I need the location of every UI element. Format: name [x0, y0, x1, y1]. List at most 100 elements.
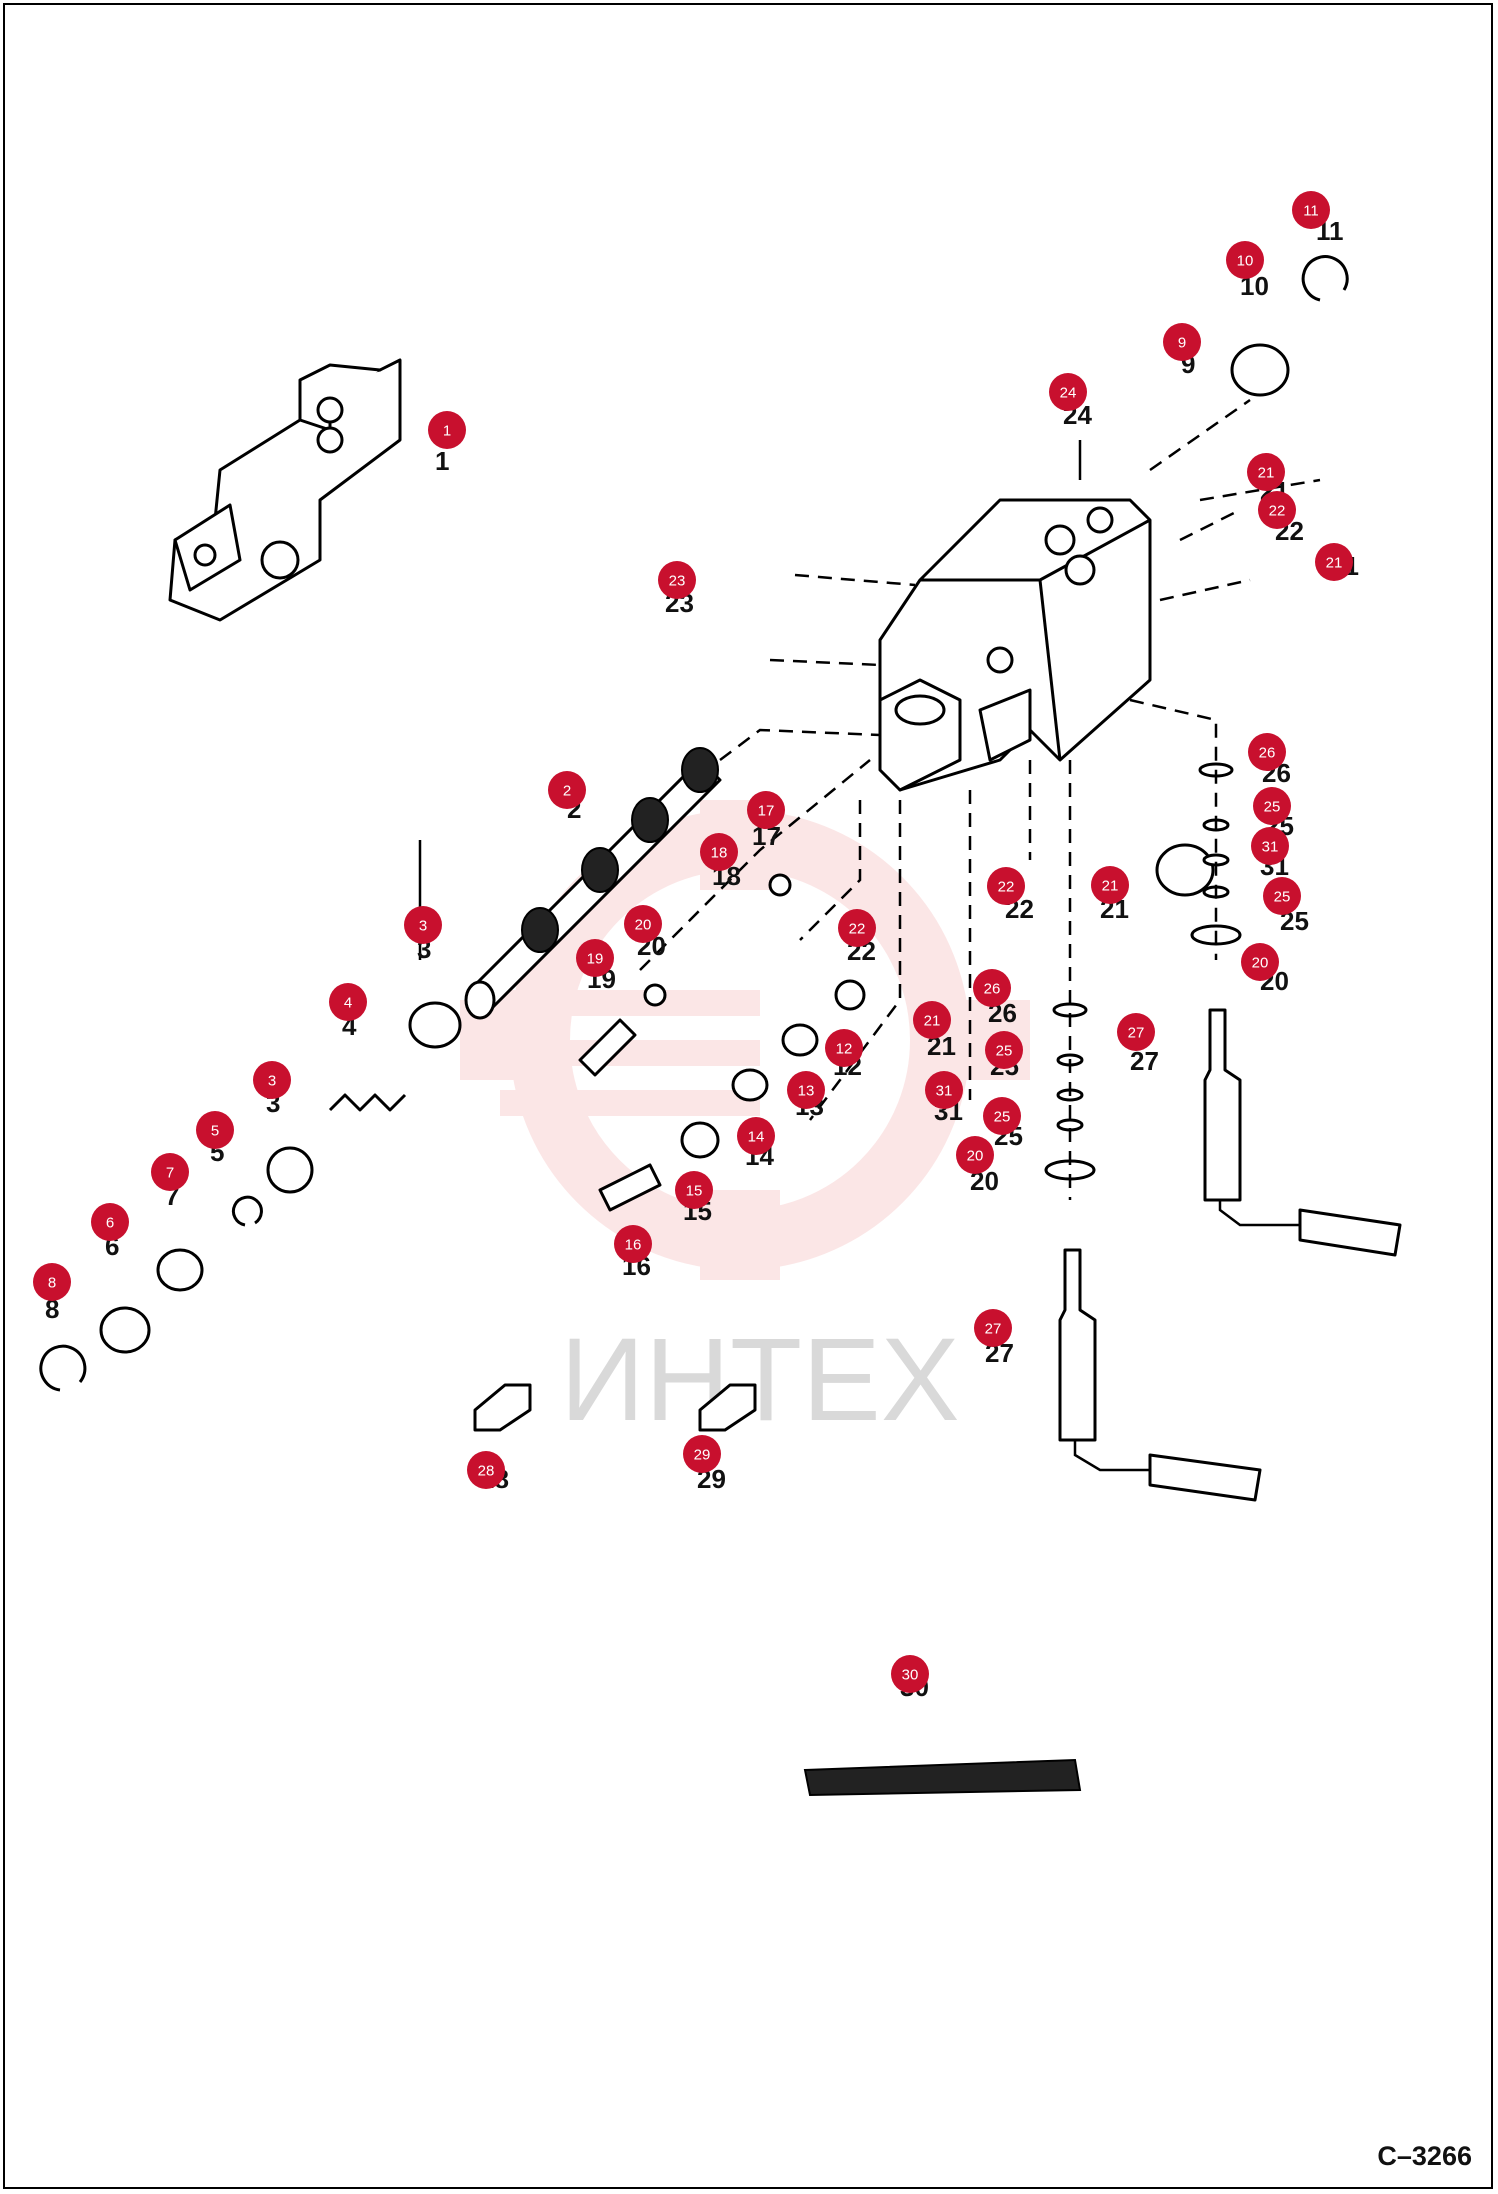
callout-badge-number: 11 — [1303, 203, 1319, 220]
callout-badge-15[interactable]: 15 — [675, 1171, 713, 1209]
callout-badges: 1234357689101124212221231718201922121314… — [33, 191, 1353, 1693]
callout-badge-26[interactable]: 26 — [1248, 733, 1286, 771]
callout-badge-number: 25 — [1264, 799, 1281, 816]
callout-badge-3[interactable]: 3 — [404, 906, 442, 944]
callout-badge-number: 17 — [758, 803, 775, 820]
callout-badge-31[interactable]: 31 — [925, 1071, 963, 1109]
callout-badge-number: 16 — [625, 1237, 642, 1254]
callout-badge-number: 3 — [268, 1073, 276, 1090]
callout-badge-number: 29 — [694, 1447, 711, 1464]
callout-badge-2[interactable]: 2 — [548, 771, 586, 809]
callout-badge-25[interactable]: 25 — [1263, 877, 1301, 915]
callout-badge-number: 22 — [849, 921, 866, 938]
callout-badge-29[interactable]: 29 — [683, 1435, 721, 1473]
callout-badge-number: 25 — [996, 1043, 1013, 1060]
callout-badge-7[interactable]: 7 — [151, 1153, 189, 1191]
callout-badge-number: 14 — [748, 1129, 765, 1146]
callout-badge-8[interactable]: 8 — [33, 1263, 71, 1301]
callout-badge-number: 19 — [587, 951, 604, 968]
callout-badge-21[interactable]: 21 — [1091, 866, 1129, 904]
callout-badge-27[interactable]: 27 — [974, 1309, 1012, 1347]
callout-badge-number: 5 — [211, 1123, 219, 1140]
callout-badge-25[interactable]: 25 — [983, 1097, 1021, 1135]
part-label-8: 8 — [45, 1294, 59, 1324]
callout-badge-number: 27 — [1128, 1025, 1145, 1042]
callout-badge-22[interactable]: 22 — [1258, 491, 1296, 529]
callout-badge-number: 26 — [1259, 745, 1276, 762]
part-label-1: 1 — [435, 446, 449, 476]
callout-badge-number: 22 — [1269, 503, 1286, 520]
callout-badge-17[interactable]: 17 — [747, 791, 785, 829]
callout-badge-1[interactable]: 1 — [428, 411, 466, 449]
callout-badge-9[interactable]: 9 — [1163, 323, 1201, 361]
callout-badge-23[interactable]: 23 — [658, 561, 696, 599]
callout-badge-6[interactable]: 6 — [91, 1203, 129, 1241]
callout-badge-number: 25 — [1274, 889, 1291, 906]
valve-assembly-drawing — [168, 358, 402, 622]
callout-badge-number: 26 — [984, 981, 1001, 998]
callout-badge-20[interactable]: 20 — [956, 1136, 994, 1174]
callout-badge-24[interactable]: 24 — [1049, 373, 1087, 411]
callout-badge-number: 6 — [106, 1215, 114, 1232]
callout-badge-4[interactable]: 4 — [329, 983, 367, 1021]
callout-badge-number: 15 — [686, 1183, 703, 1200]
drawing-frame — [3, 3, 1493, 2189]
valve-body-drawing — [878, 498, 1152, 792]
callout-badge-number: 24 — [1060, 385, 1077, 402]
callout-badge-number: 12 — [836, 1041, 853, 1058]
callout-badge-21[interactable]: 21 — [1315, 543, 1353, 581]
callout-badge-22[interactable]: 22 — [987, 867, 1025, 905]
callout-badge-19[interactable]: 19 — [576, 939, 614, 977]
callout-badge-28[interactable]: 28 — [467, 1451, 505, 1489]
callout-badge-number: 30 — [902, 1667, 919, 1684]
callout-badge-11[interactable]: 11 — [1292, 191, 1330, 229]
callout-badge-10[interactable]: 10 — [1226, 241, 1264, 279]
callout-badge-12[interactable]: 12 — [825, 1029, 863, 1067]
callout-badge-number: 10 — [1237, 253, 1254, 270]
callout-badge-21[interactable]: 21 — [1247, 453, 1285, 491]
callout-badge-5[interactable]: 5 — [196, 1111, 234, 1149]
callout-badge-number: 20 — [967, 1148, 984, 1165]
callout-badge-number: 25 — [994, 1109, 1011, 1126]
callout-badge-number: 4 — [344, 995, 352, 1012]
callout-badge-number: 23 — [669, 573, 686, 590]
seal-and-ring-parts — [39, 255, 1349, 1392]
callout-badge-number: 8 — [48, 1275, 56, 1292]
callout-badge-16[interactable]: 16 — [614, 1225, 652, 1263]
callout-badge-number: 21 — [924, 1013, 941, 1030]
callout-badge-26[interactable]: 26 — [973, 969, 1011, 1007]
callout-badge-number: 21 — [1326, 555, 1343, 572]
assembly-guide-lines — [418, 398, 1321, 1200]
callout-badge-number: 21 — [1258, 465, 1275, 482]
callout-badge-number: 27 — [985, 1321, 1002, 1338]
callout-badge-18[interactable]: 18 — [700, 833, 738, 871]
callout-badge-25[interactable]: 25 — [985, 1031, 1023, 1069]
callout-badge-number: 31 — [936, 1083, 953, 1100]
callout-badge-number: 18 — [711, 845, 728, 862]
callout-badge-22[interactable]: 22 — [838, 909, 876, 947]
spool-drawing — [464, 747, 722, 1020]
callout-badge-20[interactable]: 20 — [1241, 943, 1279, 981]
callout-badge-number: 2 — [563, 783, 571, 800]
callout-badge-21[interactable]: 21 — [913, 1001, 951, 1039]
watermark-logo — [460, 800, 1030, 1280]
drawing-code: C–3266 — [1377, 2141, 1472, 2171]
callout-badge-13[interactable]: 13 — [787, 1071, 825, 1109]
callout-badge-number: 9 — [1178, 335, 1186, 352]
callout-badge-14[interactable]: 14 — [737, 1117, 775, 1155]
fittings-and-sensors — [473, 1008, 1402, 1797]
callout-badge-number: 20 — [1252, 955, 1269, 972]
callout-badge-number: 22 — [998, 879, 1015, 896]
callout-badge-number: 21 — [1102, 878, 1119, 895]
callout-badge-number: 13 — [798, 1083, 815, 1100]
callout-badge-20[interactable]: 20 — [624, 905, 662, 943]
callout-badge-31[interactable]: 31 — [1251, 827, 1289, 865]
callout-badge-3[interactable]: 3 — [253, 1061, 291, 1099]
part-label-27: 27 — [1130, 1046, 1159, 1076]
callout-badge-27[interactable]: 27 — [1117, 1013, 1155, 1051]
callout-badge-number: 7 — [166, 1165, 174, 1182]
callout-badge-30[interactable]: 30 — [891, 1655, 929, 1693]
callout-badge-number: 1 — [443, 423, 451, 440]
callout-badge-25[interactable]: 25 — [1253, 787, 1291, 825]
